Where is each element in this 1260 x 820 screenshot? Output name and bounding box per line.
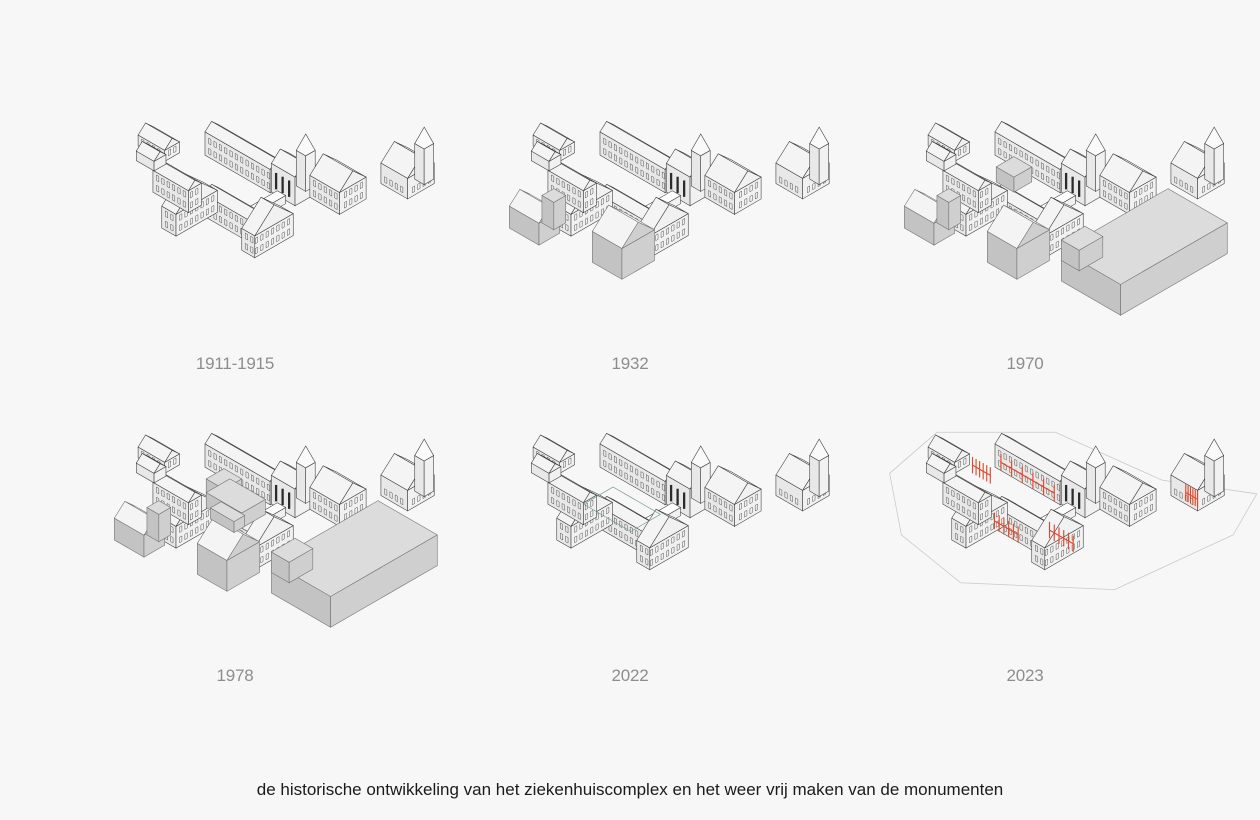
- chapel-tower: [1085, 133, 1106, 192]
- year-label-1970: 1970: [1006, 354, 1044, 373]
- west-pavilion: [927, 122, 971, 162]
- later-addition-west-annex: [995, 156, 1033, 193]
- historic-complex: [530, 121, 830, 259]
- later-addition-stair: [541, 188, 567, 231]
- south-wing-west: [942, 159, 993, 214]
- north-east-building: [309, 153, 367, 215]
- east-wing: [241, 196, 294, 259]
- panel-1911-1915: [85, 100, 445, 340]
- isometric-diagram: [135, 121, 435, 259]
- year-label-1978: 1978: [216, 666, 254, 685]
- isometric-diagram: [113, 433, 438, 628]
- panel-1932: [480, 100, 840, 340]
- panel-1970: [875, 100, 1235, 340]
- panel-2022: [480, 412, 840, 652]
- later-addition-center-south: [591, 204, 656, 280]
- west-pavilion: [927, 434, 971, 474]
- later-addition-courtyard-low: [209, 501, 246, 533]
- later-addition-link: [270, 537, 314, 584]
- chapel-tower: [295, 133, 316, 192]
- historic-complex: [925, 433, 1225, 571]
- west-annex: [530, 141, 562, 172]
- isometric-diagram: [889, 431, 1258, 590]
- south-wing-west: [942, 471, 993, 526]
- west-annex: [925, 453, 957, 484]
- year-label-2023: 2023: [1006, 666, 1044, 685]
- later-addition-stair: [146, 500, 172, 543]
- villa-turret: [414, 438, 435, 498]
- villa-turret: [809, 126, 830, 186]
- north-east-building: [704, 153, 762, 215]
- isometric-diagram: [903, 121, 1228, 316]
- year-label-2022: 2022: [611, 666, 649, 685]
- panel-2023: [875, 412, 1258, 652]
- later-addition-center-south: [986, 204, 1051, 280]
- villa-turret: [414, 126, 435, 186]
- west-annex: [135, 141, 167, 172]
- villa-turret: [1204, 438, 1225, 498]
- later-addition-stair: [936, 188, 962, 231]
- north-east-building: [704, 465, 762, 527]
- north-east-building: [309, 465, 367, 527]
- site-boundary: [889, 431, 1258, 590]
- villa-turret: [1204, 126, 1225, 186]
- west-annex: [530, 453, 562, 484]
- south-wing-west: [152, 159, 203, 214]
- historic-complex: [135, 121, 435, 259]
- south-wing-west: [152, 471, 203, 526]
- additions-layer: [889, 431, 1258, 590]
- later-addition-link: [1060, 225, 1104, 272]
- north-wing: [599, 433, 679, 506]
- villa-turret: [809, 438, 830, 498]
- east-wing: [1031, 508, 1084, 571]
- north-east-building: [1099, 465, 1157, 527]
- west-annex: [925, 141, 957, 172]
- north-east-building: [1099, 153, 1157, 215]
- west-annex: [135, 453, 167, 484]
- red-interventions: [971, 454, 1199, 552]
- east-wing: [636, 196, 689, 259]
- courtyard-outline: [582, 486, 661, 532]
- isometric-diagram: [508, 121, 830, 280]
- east-wing: [636, 508, 689, 571]
- panel-1978: [85, 412, 445, 652]
- chapel-tower: [690, 133, 711, 192]
- year-label-1911-1915: 1911-1915: [195, 354, 275, 373]
- figure-caption: de historische ontwikkeling van het ziek…: [256, 780, 1004, 799]
- south-wing-west: [547, 159, 598, 214]
- isometric-diagram: [530, 433, 830, 571]
- year-label-1932: 1932: [611, 354, 649, 373]
- historic-complex: [530, 433, 830, 571]
